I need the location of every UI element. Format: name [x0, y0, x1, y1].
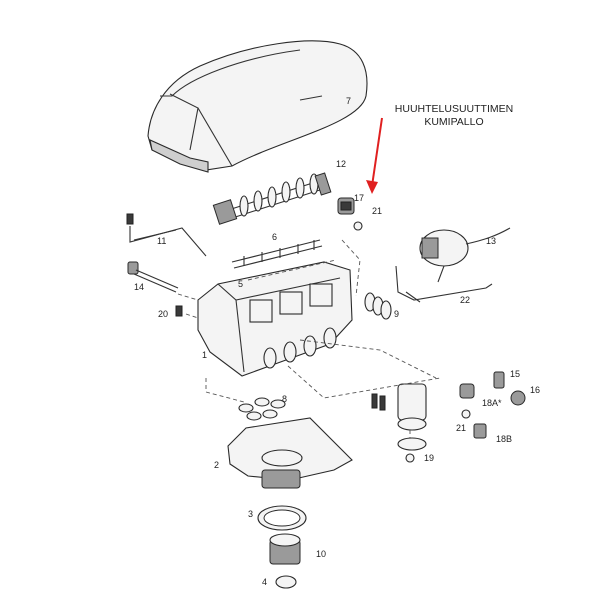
callout-14: 14 [134, 282, 144, 292]
small-ring-part [275, 575, 297, 589]
screw-part [175, 305, 183, 317]
nozzle-part [337, 197, 363, 231]
callout-13: 13 [486, 236, 496, 246]
callout-8: 8 [282, 394, 287, 404]
base-part [227, 417, 353, 489]
callout-18b: 18B [496, 434, 512, 444]
callout-7: 7 [346, 96, 351, 106]
annotation-arrow [366, 117, 383, 194]
callout-19: 19 [424, 453, 434, 463]
adapter-part [269, 533, 301, 565]
callout-11: 11 [157, 236, 166, 246]
callout-2: 2 [214, 460, 219, 470]
valve-body-part [197, 261, 353, 377]
callout-15: 15 [510, 369, 520, 379]
callout-18a: 18A* [482, 398, 502, 408]
callout-22: 22 [460, 295, 470, 305]
callout-21-bottom: 21 [456, 423, 466, 433]
seals-part [238, 397, 286, 421]
callout-6: 6 [272, 232, 277, 242]
callout-20: 20 [158, 309, 168, 319]
clip-strip-part [231, 239, 323, 269]
bracket-part [126, 213, 207, 257]
right-cluster-part [371, 371, 526, 463]
shaft-part [127, 261, 179, 293]
callout-5: 5 [238, 279, 243, 289]
callout-17: 17 [354, 193, 364, 203]
ring-part [257, 505, 307, 531]
callout-4: 4 [262, 577, 267, 587]
callout-16: 16 [530, 385, 540, 395]
callout-12: 12 [336, 159, 346, 169]
annotation-line-2: KUMIPALLO [424, 116, 483, 128]
callout-10: 10 [316, 549, 326, 559]
callout-21-top: 21 [372, 206, 382, 216]
callout-3: 3 [248, 509, 253, 519]
cable-part [395, 265, 493, 303]
callout-1: 1 [202, 350, 207, 360]
callout-9: 9 [394, 309, 399, 319]
motor-part [419, 227, 511, 283]
annotation-line-1: HUUHTELUSUUTTIMEN [395, 103, 513, 115]
o-rings-part [364, 292, 392, 320]
cover-part [147, 40, 368, 173]
assembly-lines [177, 239, 441, 438]
piston-part [212, 172, 332, 225]
